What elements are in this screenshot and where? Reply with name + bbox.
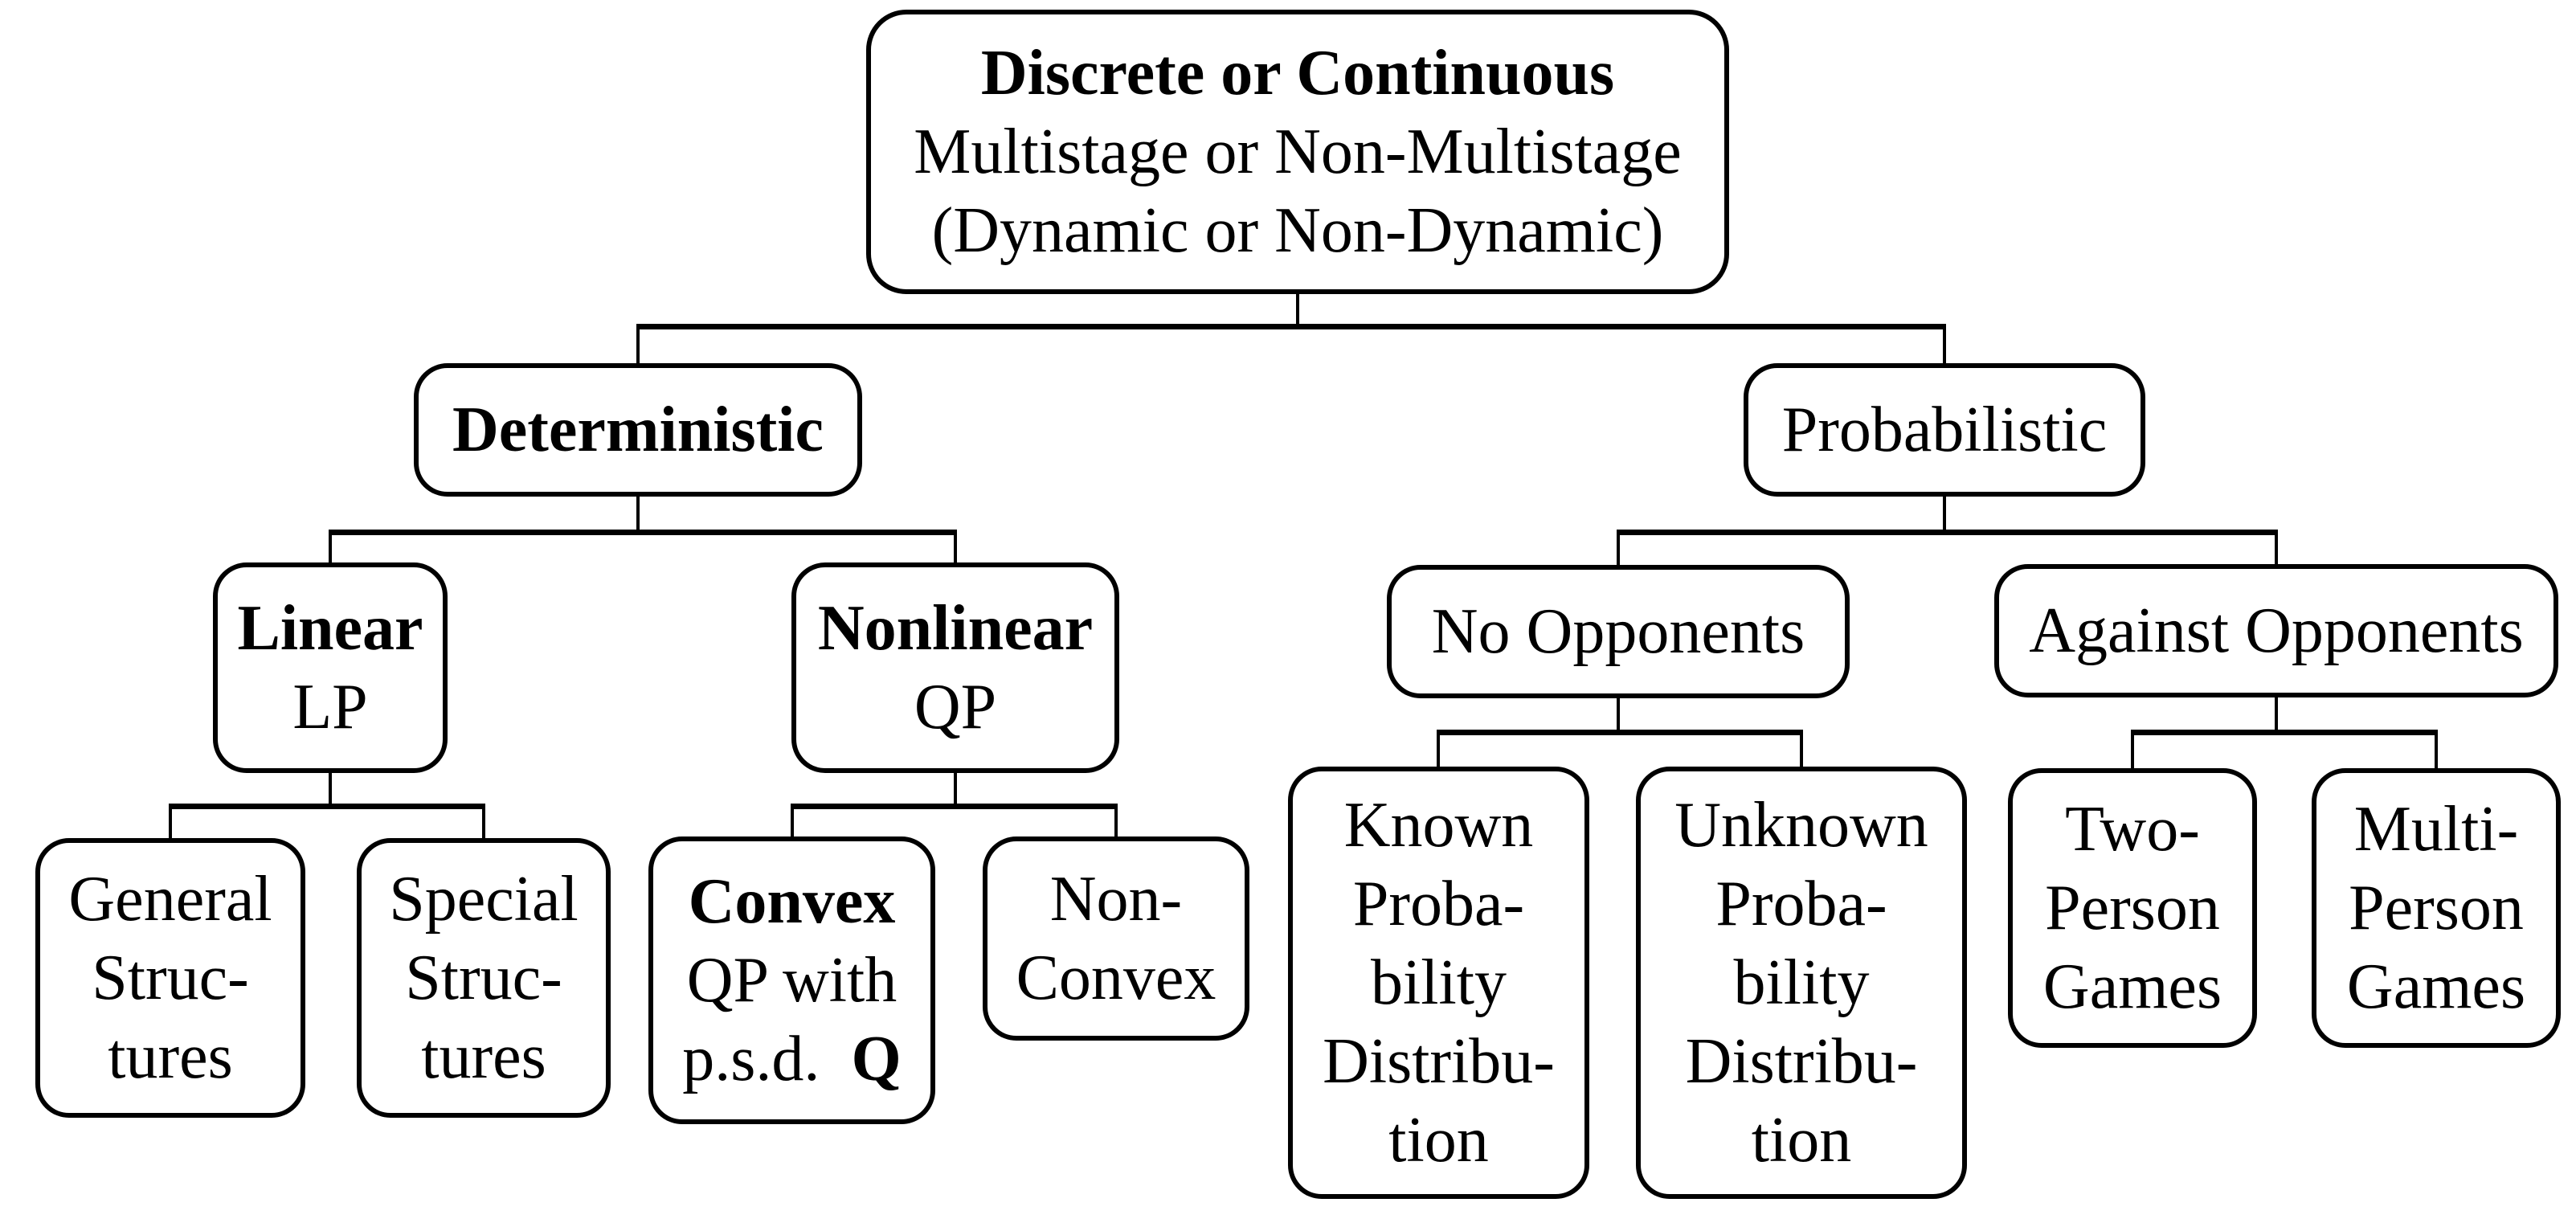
node-known-probability-distribution: Known Proba- bility Distribu- tion <box>1288 767 1589 1199</box>
node-root-line3: (Dynamic or Non-Dynamic) <box>931 195 1664 266</box>
node-general-line3: tures <box>108 1021 233 1092</box>
connector-vertical <box>1617 530 1620 567</box>
connector-vertical <box>2275 530 2278 567</box>
node-unknown-line5: tion <box>1751 1105 1852 1176</box>
connector-vertical <box>791 804 794 839</box>
node-two-person-line2: Person <box>2045 873 2220 943</box>
node-two-person-games: Two- Person Games <box>2008 768 2257 1048</box>
connector-horizontal <box>1438 730 1801 735</box>
node-nonlinear-line1: Nonlinear <box>817 593 1094 664</box>
node-root-line2: Multistage or Non-Multistage <box>914 117 1682 187</box>
connector-vertical <box>1943 494 1946 534</box>
connector-vertical <box>1296 288 1299 328</box>
connector-vertical <box>329 530 332 565</box>
node-convex-qp: Convex QP with p.s.d. Q <box>648 836 935 1124</box>
node-linear-line1: Linear <box>237 593 423 664</box>
connector-vertical <box>954 771 957 808</box>
node-nonlinear-line2: QP <box>914 672 997 742</box>
node-convex-line1: Convex <box>688 866 896 937</box>
node-nonconvex-line2: Convex <box>1016 943 1216 1013</box>
node-multi-person-line3: Games <box>2346 951 2526 1022</box>
node-convex-q-symbol: Q <box>851 1024 902 1094</box>
node-special-line2: Struc- <box>405 943 562 1013</box>
node-special-structures: Special Struc- tures <box>357 838 611 1118</box>
node-known-line3: bility <box>1371 947 1507 1018</box>
connector-vertical <box>954 530 957 565</box>
connector-vertical <box>1943 324 1946 366</box>
node-deterministic-label: Deterministic <box>452 395 824 465</box>
connector-vertical <box>1114 804 1118 839</box>
connector-vertical <box>636 494 640 534</box>
node-special-line1: Special <box>389 864 579 935</box>
connector-vertical <box>2275 695 2278 734</box>
node-known-line1: Known <box>1343 790 1534 861</box>
node-unknown-probability-distribution: Unknown Proba- bility Distribu- tion <box>1636 767 1967 1199</box>
node-probabilistic: Probabilistic <box>1744 363 2145 497</box>
node-unknown-line4: Distribu- <box>1685 1026 1918 1097</box>
connector-vertical <box>2131 730 2134 771</box>
node-against-opponents-label: Against Opponents <box>2029 595 2524 666</box>
node-multi-person-games: Multi- Person Games <box>2312 768 2561 1048</box>
node-unknown-line1: Unknown <box>1674 790 1928 861</box>
connector-horizontal <box>792 804 1116 809</box>
node-two-person-line3: Games <box>2042 951 2222 1022</box>
node-special-line3: tures <box>421 1021 546 1092</box>
node-general-line2: Struc- <box>92 943 249 1013</box>
connector-vertical <box>1617 696 1620 734</box>
connector-vertical <box>169 804 172 841</box>
node-multi-person-line1: Multi- <box>2353 794 2519 865</box>
node-nonconvex-line1: Non- <box>1049 864 1183 935</box>
node-nonlinear-qp: Nonlinear QP <box>791 562 1119 773</box>
connector-vertical <box>636 324 640 366</box>
connector-horizontal <box>330 530 955 535</box>
node-convex-psd-text: p.s.d. <box>682 1024 820 1094</box>
node-known-line5: tion <box>1388 1105 1489 1176</box>
node-non-convex: Non- Convex <box>983 836 1249 1041</box>
node-convex-line2: QP with <box>686 945 898 1016</box>
connector-vertical <box>1800 730 1803 769</box>
node-linear-lp: Linear LP <box>213 562 448 773</box>
node-convex-line3: p.s.d. Q <box>682 1020 902 1098</box>
node-probabilistic-label: Probabilistic <box>1781 395 2108 465</box>
node-known-line4: Distribu- <box>1323 1026 1555 1097</box>
connector-vertical <box>329 771 332 808</box>
node-two-person-line1: Two- <box>2065 794 2200 865</box>
node-against-opponents: Against Opponents <box>1994 564 2558 697</box>
connector-vertical <box>1437 730 1440 769</box>
node-general-structures: General Struc- tures <box>35 838 305 1118</box>
connector-vertical <box>2435 730 2438 771</box>
node-multi-person-line2: Person <box>2349 873 2524 943</box>
connector-horizontal <box>638 324 1944 329</box>
node-unknown-line2: Proba- <box>1715 869 1887 939</box>
node-general-line1: General <box>68 864 272 935</box>
connector-vertical <box>482 804 485 841</box>
node-linear-line2: LP <box>292 672 368 742</box>
connector-horizontal <box>1618 530 2276 535</box>
node-no-opponents-label: No Opponents <box>1431 596 1805 667</box>
node-deterministic: Deterministic <box>414 363 862 497</box>
node-no-opponents: No Opponents <box>1387 565 1850 698</box>
node-root-line1: Discrete or Continuous <box>980 38 1615 108</box>
connector-horizontal <box>2132 730 2436 735</box>
node-root: Discrete or Continuous Multistage or Non… <box>866 10 1729 294</box>
connector-horizontal <box>170 804 484 809</box>
node-unknown-line3: bility <box>1733 947 1870 1018</box>
node-known-line2: Proba- <box>1352 869 1525 939</box>
